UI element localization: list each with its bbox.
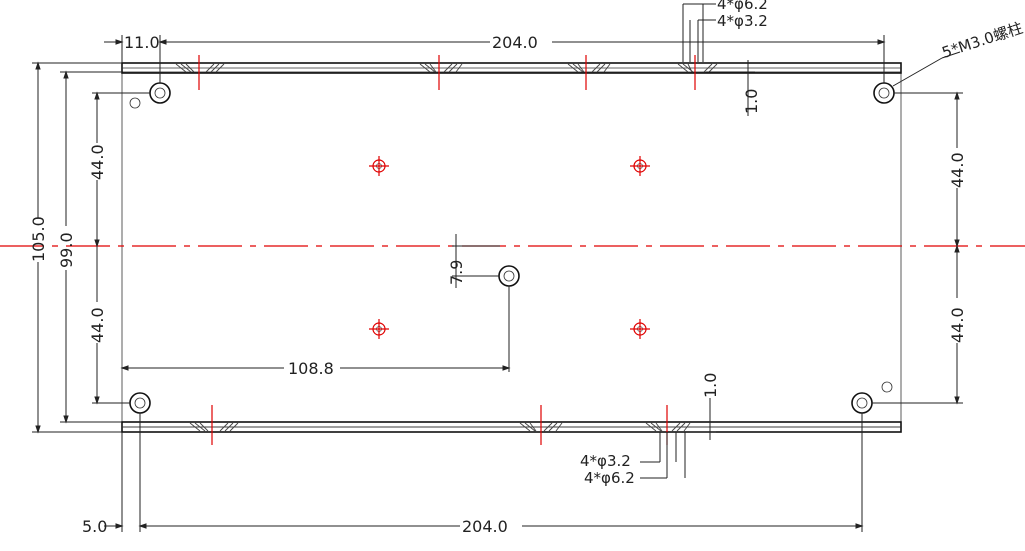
red-hole-lower-right <box>630 319 650 339</box>
dimension-inner-height: 99.0 <box>57 232 76 268</box>
bottom-rail <box>121 405 902 445</box>
standoff-hole-bottom-left <box>129 392 151 414</box>
dimension-top-rail-gap-label: 1.0 <box>742 89 761 114</box>
dimension-center-offset-label: 7.9 <box>447 260 466 285</box>
dimension-center-offset <box>452 234 500 288</box>
callout-bottom-inner-hole: 4*φ3.2 <box>580 452 631 470</box>
bottom-rail-slots <box>189 422 691 432</box>
dimension-bottom-span: 204.0 <box>462 517 508 536</box>
red-hole-upper-right <box>630 156 650 176</box>
dimension-right-lower-half: 44.0 <box>948 307 967 343</box>
dimension-right-upper-half: 44.0 <box>948 152 967 188</box>
dimension-bottom-offset: 5.0 <box>82 517 107 536</box>
callout-bottom-outer-hole: 4*φ6.2 <box>584 469 635 487</box>
screw-note-leader <box>892 51 961 87</box>
red-hole-upper-left <box>369 156 389 176</box>
standoff-hole-top-right <box>873 82 895 104</box>
locator-circle-top-left <box>129 97 141 109</box>
dimension-left <box>32 61 150 434</box>
dimension-top-offset: 11.0 <box>124 33 160 52</box>
screw-note: 5*M3.0螺柱 <box>940 19 1025 62</box>
dimension-overall-height: 105.0 <box>29 216 48 262</box>
callout-top-inner-hole: 4*φ3.2 <box>717 12 768 30</box>
dimension-left-lower-half: 44.0 <box>88 307 107 343</box>
callout-bottom-holes <box>640 432 686 479</box>
board-outline <box>121 71 902 428</box>
standoff-hole-top-left <box>149 82 171 104</box>
top-rail <box>121 55 902 90</box>
standoff-hole-center <box>498 265 520 287</box>
dimension-top-span: 204.0 <box>492 33 538 52</box>
dimension-top <box>104 35 886 83</box>
locator-circle-bottom-right <box>881 381 893 393</box>
dimension-bottom-rail-gap <box>690 398 716 440</box>
dimension-center-hole-x-label: 108.8 <box>288 359 334 378</box>
callout-top-holes <box>682 3 716 62</box>
dimension-center-hole-x <box>120 286 511 372</box>
standoff-hole-bottom-right <box>851 392 873 414</box>
top-rail-slots <box>175 63 718 73</box>
callout-top-outer-hole: 4*φ6.2 <box>717 0 768 13</box>
red-hole-lower-left <box>369 319 389 339</box>
dimension-bottom <box>104 413 864 532</box>
dimension-left-upper-half: 44.0 <box>88 144 107 180</box>
dimension-right <box>872 91 963 405</box>
dimension-top-rail-gap <box>706 60 755 116</box>
dimension-bottom-rail-gap-label: 1.0 <box>701 373 720 398</box>
